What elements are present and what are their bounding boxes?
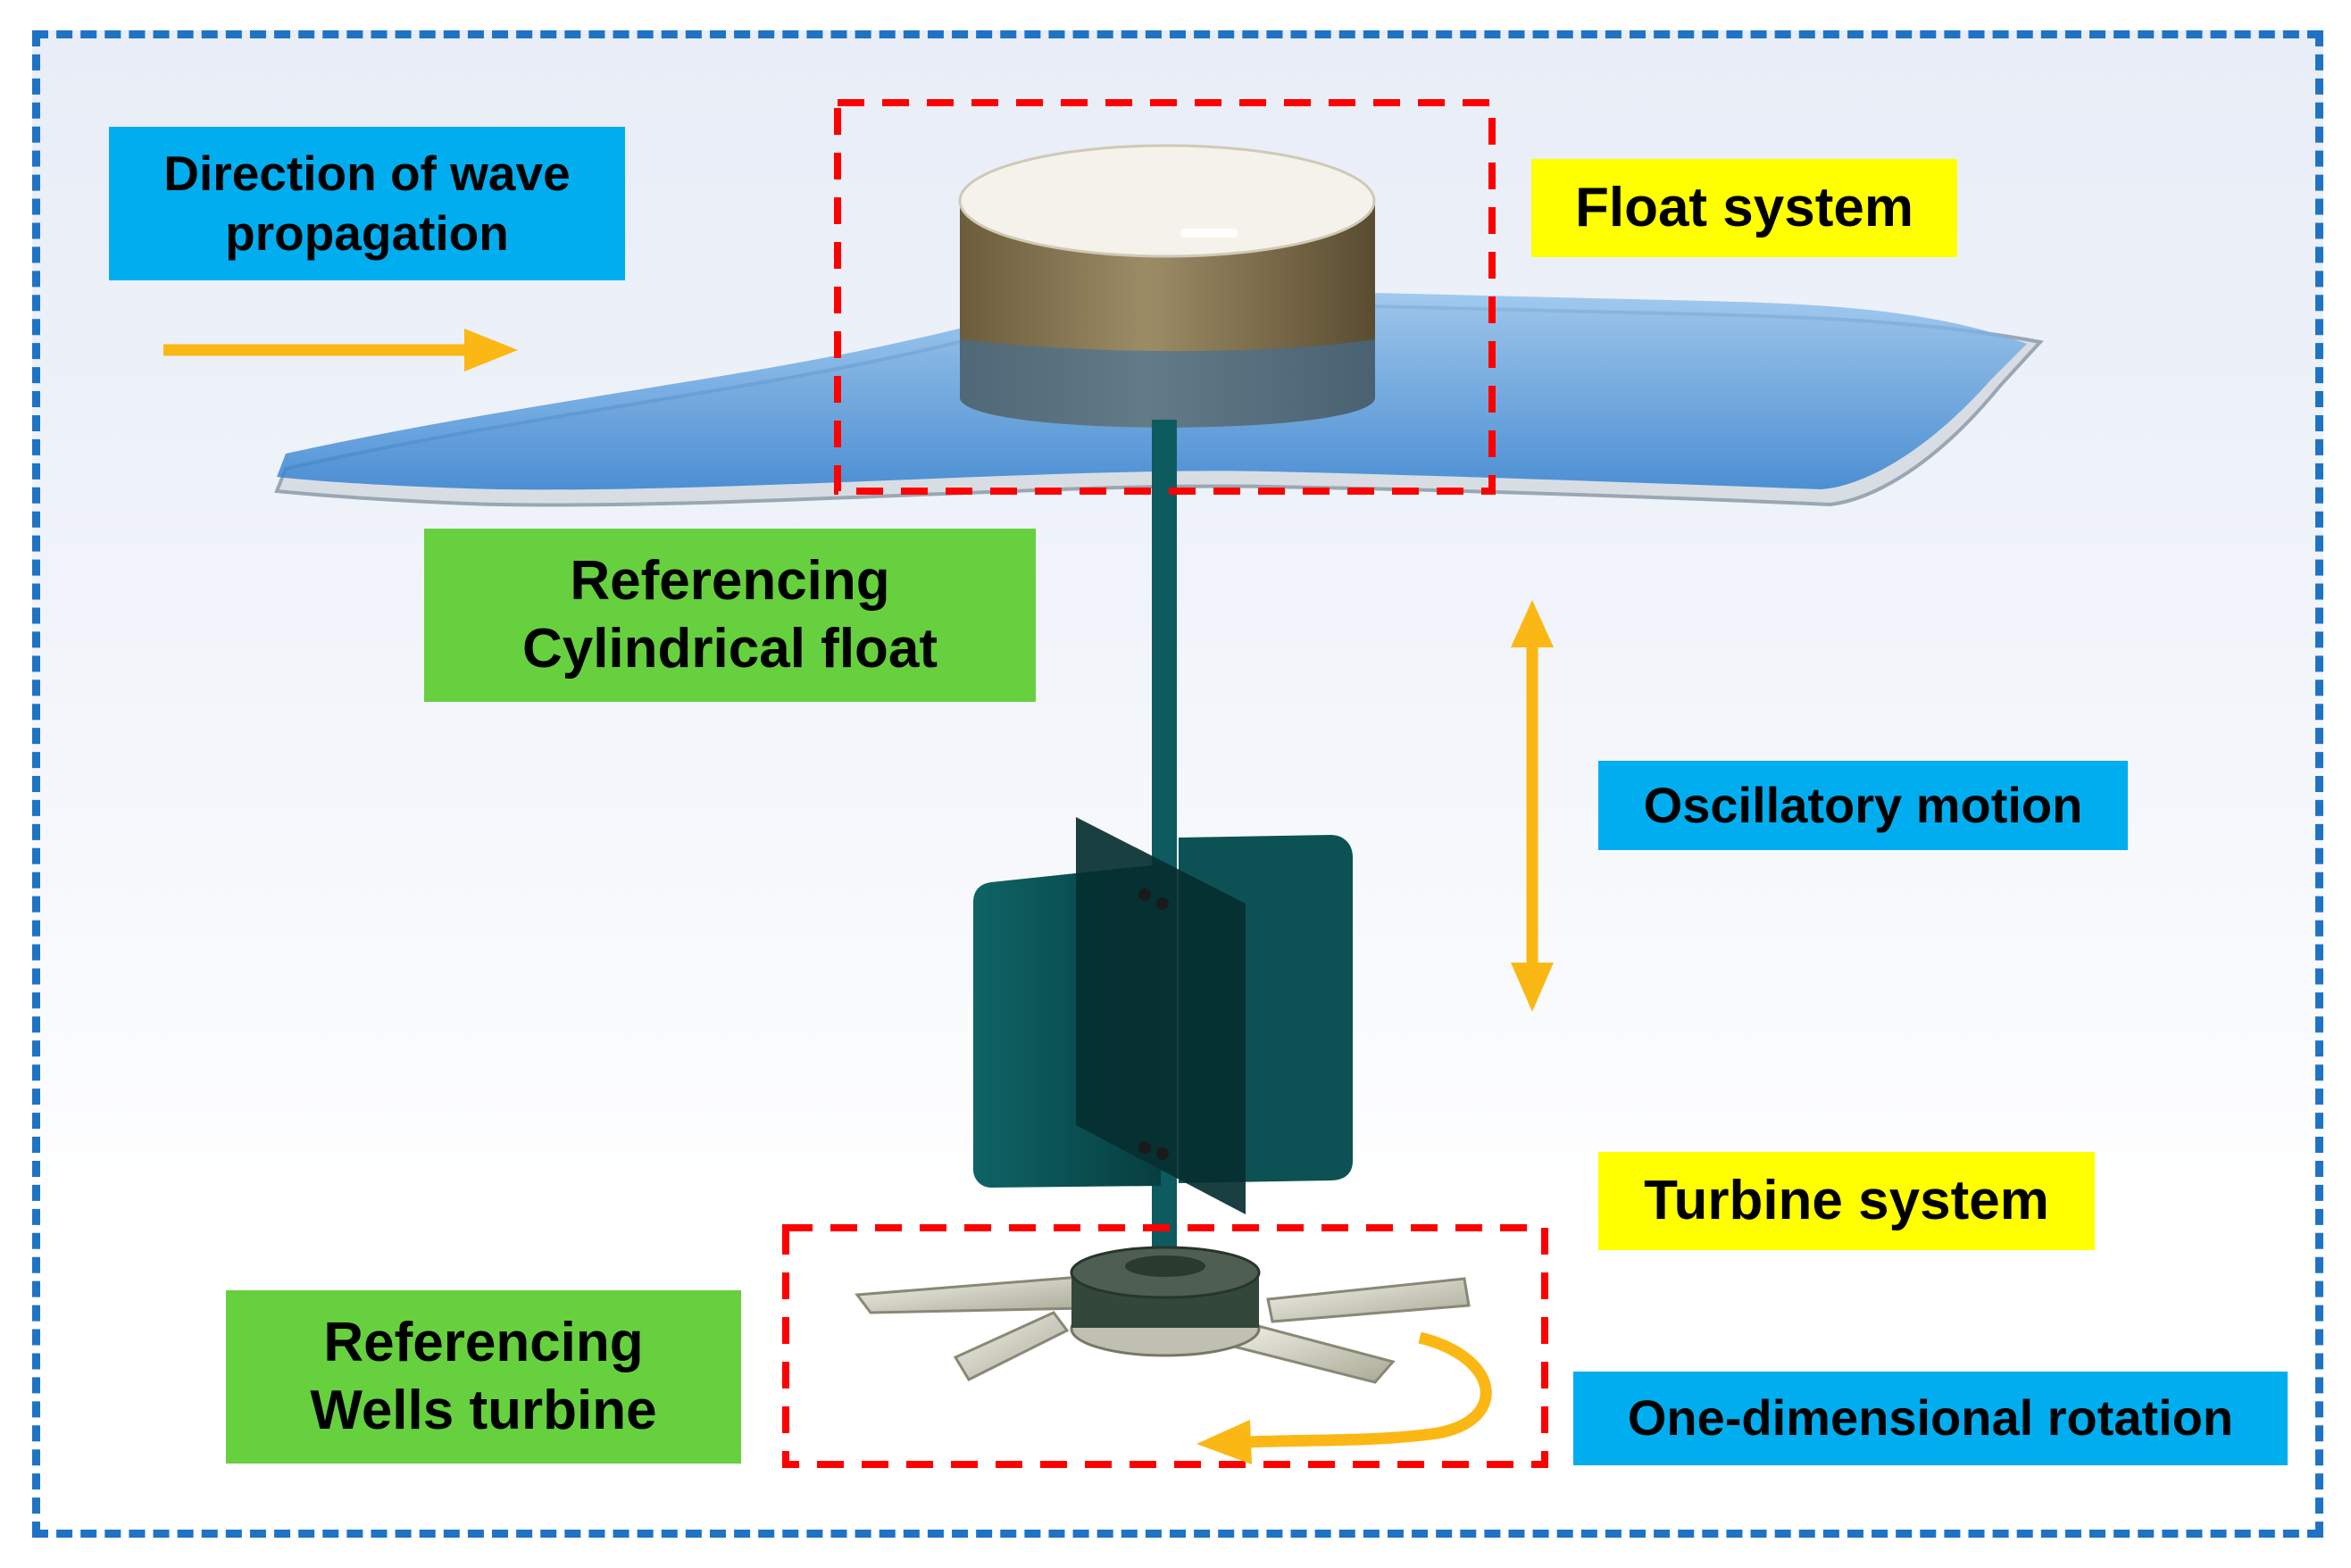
cylindrical-float-label: Referencing Cylindrical float (424, 529, 1036, 702)
cylindrical-float (958, 144, 1376, 428)
wave-direction-arrow (163, 329, 518, 371)
oscillation-double-arrow (1511, 600, 1554, 1012)
oscillatory-motion-label: Oscillatory motion (1598, 761, 2128, 850)
outer-dashed-frame (32, 30, 2323, 1538)
wells-turbine-label: Referencing Wells turbine (226, 1290, 741, 1464)
float-system-highlight-box (834, 99, 1496, 495)
rotation-label: One-dimensional rotation (1573, 1372, 2288, 1465)
vertical-plates (973, 817, 1353, 1214)
turbine-system-highlight-box (782, 1224, 1548, 1468)
float-system-label: Float system (1531, 159, 1957, 257)
turbine-system-label: Turbine system (1598, 1152, 2095, 1250)
rotation-arrow (1196, 1331, 1492, 1464)
wave-direction-label: Direction of wave propagation (109, 127, 625, 280)
wells-turbine (855, 1246, 1471, 1384)
